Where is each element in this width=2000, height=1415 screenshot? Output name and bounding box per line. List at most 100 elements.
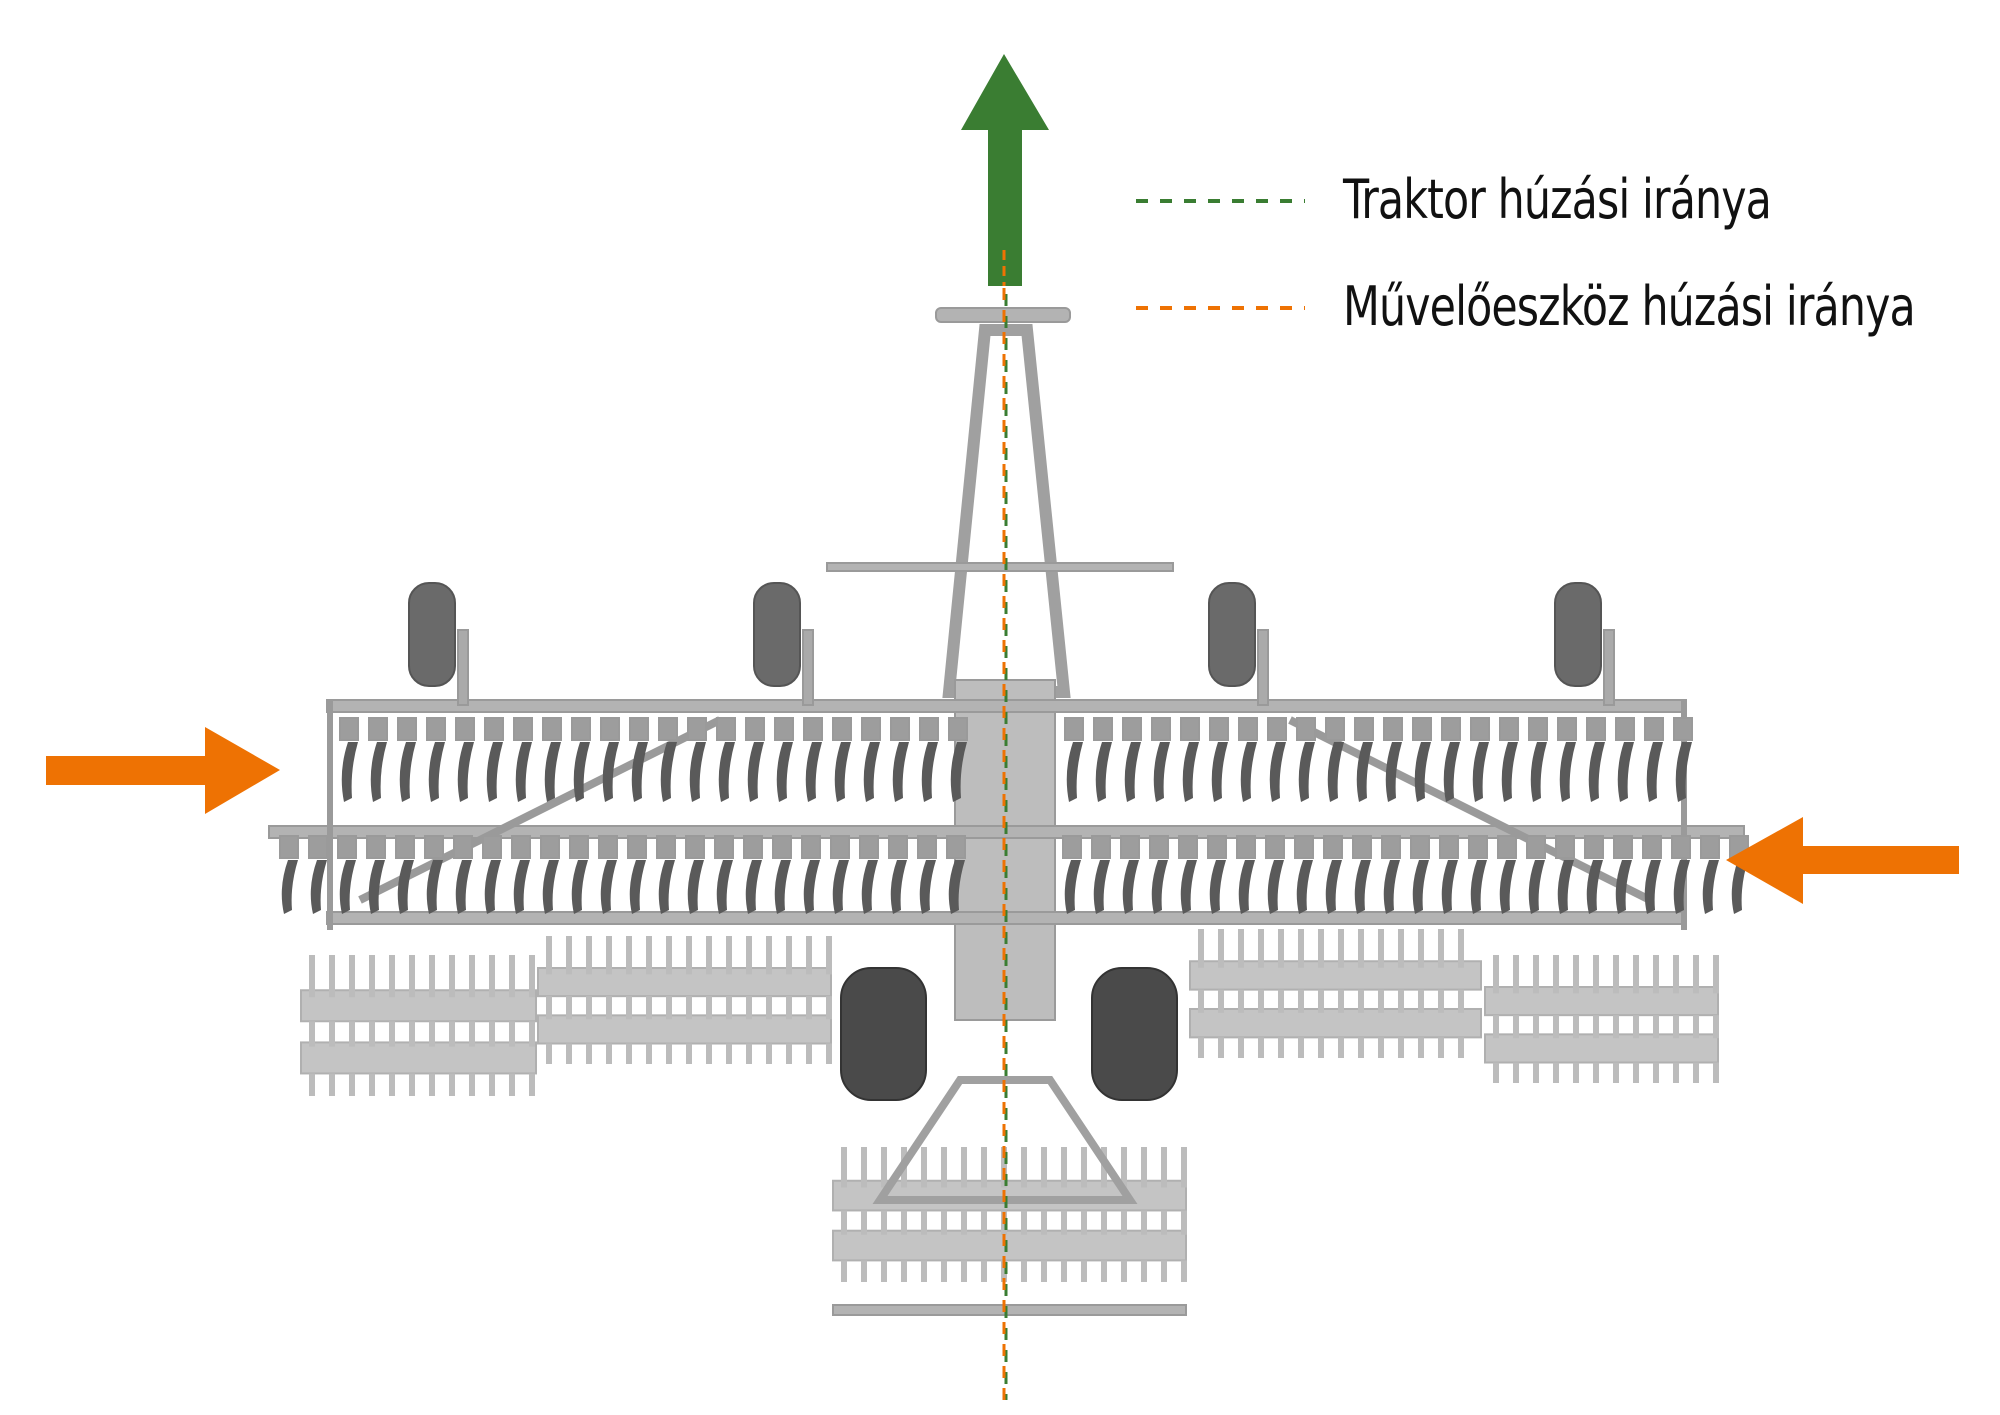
- roller-tooth: [1338, 1037, 1344, 1058]
- disc-hub: [1381, 835, 1401, 859]
- roller-tooth: [1101, 1260, 1107, 1282]
- disc-blade: [1499, 860, 1516, 914]
- roller-tooth: [489, 1073, 495, 1096]
- disc-hub: [801, 835, 821, 859]
- disc-blade: [1731, 860, 1748, 914]
- roller-tooth: [746, 996, 752, 1020]
- disc-blade: [1470, 860, 1487, 914]
- disc-hub: [366, 835, 386, 859]
- roller-tooth: [1493, 955, 1499, 994]
- roller-tooth: [1573, 1015, 1579, 1039]
- roller-tooth: [469, 1073, 475, 1096]
- roller-tooth: [1021, 1260, 1027, 1282]
- disc-hub: [1265, 835, 1285, 859]
- disc-rows: [279, 717, 1749, 914]
- roller-tooth: [1378, 929, 1384, 968]
- disc-blade: [513, 860, 530, 914]
- disc-blade: [341, 742, 358, 802]
- disc-hub: [598, 835, 618, 859]
- disc-hub: [1178, 835, 1198, 859]
- roller-tooth: [881, 1260, 887, 1282]
- disc-hub: [308, 835, 328, 859]
- roller-tooth: [1493, 1062, 1499, 1083]
- disc-hub: [1064, 717, 1084, 741]
- disc-hub: [1180, 717, 1200, 741]
- disc-hub: [1207, 835, 1227, 859]
- roller-tooth: [1001, 1260, 1007, 1282]
- disc-hub: [946, 835, 966, 859]
- roller-tooth: [1141, 1147, 1147, 1188]
- roller-section: [1484, 955, 1719, 1083]
- disc-hub: [1093, 717, 1113, 741]
- disc-hub: [1151, 717, 1171, 741]
- roller-tooth: [1398, 989, 1404, 1013]
- disc-hub: [1557, 717, 1577, 741]
- disc-hub: [511, 835, 531, 859]
- roller-tooth: [786, 1043, 792, 1064]
- disc-blade: [834, 742, 851, 802]
- roller-tooth: [1181, 1210, 1187, 1235]
- disc-blade: [1385, 742, 1402, 802]
- roller-tooth: [666, 936, 672, 975]
- disc-blade: [573, 742, 590, 802]
- roller-tooth: [921, 1210, 927, 1235]
- roller-tooth: [1673, 1015, 1679, 1039]
- disc-hub: [1149, 835, 1169, 859]
- disc-blade: [803, 860, 820, 914]
- roller-tooth: [309, 955, 315, 998]
- disc-hub: [453, 835, 473, 859]
- disc-blade: [689, 742, 706, 802]
- disc-blade: [1412, 860, 1429, 914]
- roller-tooth: [881, 1210, 887, 1235]
- roller-tooth: [1613, 1015, 1619, 1039]
- roller-tooth: [961, 1210, 967, 1235]
- disc-hub: [1323, 835, 1343, 859]
- roller-tooth: [841, 1260, 847, 1282]
- roller-tooth: [429, 1073, 435, 1096]
- roller-drum: [300, 1041, 537, 1075]
- disc-hub: [1441, 717, 1461, 741]
- disc-blade: [399, 742, 416, 802]
- roller-tooth: [1258, 989, 1264, 1013]
- roller-tooth: [546, 1043, 552, 1064]
- roller-tooth: [626, 1043, 632, 1064]
- roller-tooth: [586, 996, 592, 1020]
- disc-hub: [1613, 835, 1633, 859]
- roller-tooth: [606, 936, 612, 975]
- roller-tooth: [626, 996, 632, 1020]
- roller-tooth: [349, 1073, 355, 1096]
- roller-tooth: [1613, 1062, 1619, 1083]
- roller-section: [1189, 929, 1482, 1058]
- roller-tooth: [686, 996, 692, 1020]
- roller-tooth: [1278, 929, 1284, 968]
- disc-hub: [1700, 835, 1720, 859]
- roller-tooth: [746, 936, 752, 975]
- disc-hub: [1267, 717, 1287, 741]
- roller-tooth: [1418, 1037, 1424, 1058]
- disc-hub: [395, 835, 415, 859]
- roller-tooth: [1493, 1015, 1499, 1039]
- roller-tooth: [1653, 1062, 1659, 1083]
- disc-hub: [1584, 835, 1604, 859]
- roller-tooth: [1398, 1037, 1404, 1058]
- roller-tooth: [861, 1260, 867, 1282]
- roller-tooth: [841, 1210, 847, 1235]
- disc-hub: [1352, 835, 1372, 859]
- disc-blade: [660, 742, 677, 802]
- disc-hub: [424, 835, 444, 859]
- roller-drum: [1484, 1033, 1719, 1064]
- roller-section: [832, 1147, 1187, 1282]
- roller-tooth: [981, 1260, 987, 1282]
- roller-tooth: [1081, 1210, 1087, 1235]
- disc-blade: [1383, 860, 1400, 914]
- roller-tooth: [786, 936, 792, 975]
- roller-tooth: [369, 1021, 375, 1047]
- roller-tooth: [646, 936, 652, 975]
- roller-tooth: [1338, 989, 1344, 1013]
- roller-tooth: [1121, 1260, 1127, 1282]
- disc-blade: [1528, 860, 1545, 914]
- disc-blade: [774, 860, 791, 914]
- disc-hub: [600, 717, 620, 741]
- roller-drum: [1484, 986, 1719, 1017]
- roller-tooth: [606, 996, 612, 1020]
